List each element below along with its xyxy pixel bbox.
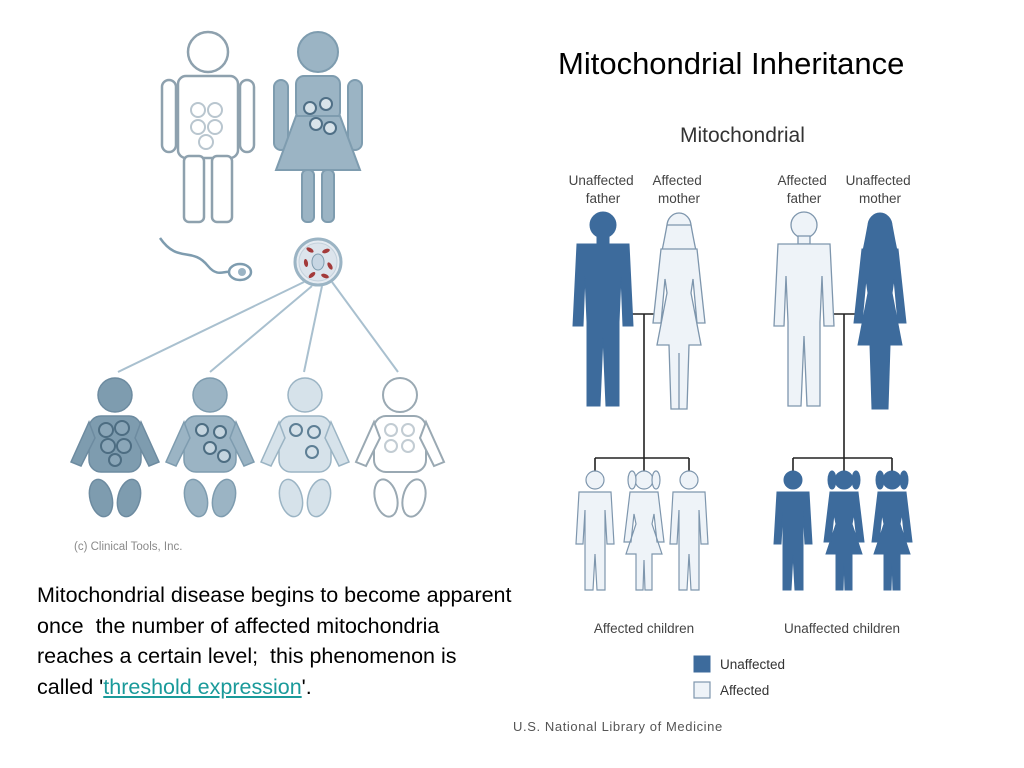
mother-mitochondria	[303, 97, 337, 135]
right-figure-credit: U.S. National Library of Medicine	[513, 719, 723, 734]
right-affected-father	[773, 211, 835, 407]
legend-swatch-affected	[693, 681, 711, 699]
legend-label-affected: Affected	[720, 683, 769, 698]
body-text-end: '.	[301, 674, 312, 699]
legend: Unaffected Affected	[693, 655, 785, 699]
right-unaffected-mother	[853, 212, 907, 410]
egg-cell-icon	[293, 237, 343, 287]
inheritance-lines	[117, 281, 399, 373]
child-2-mitochondria	[195, 423, 231, 463]
mitochondria-distribution-illustration: (c) Clinical Tools, Inc.	[70, 30, 445, 553]
left-figure-credit: (c) Clinical Tools, Inc.	[74, 541, 182, 553]
sperm-icon	[158, 237, 253, 282]
left-children-label: Affected children	[594, 621, 694, 636]
threshold-expression-link[interactable]: threshold expression	[103, 674, 302, 699]
legend-swatch-unaffected	[693, 655, 711, 673]
left-father-label: Unaffected father	[569, 173, 638, 206]
legend-label-unaffected: Unaffected	[720, 657, 785, 672]
father-mitochondria	[190, 102, 223, 150]
right-father-label: Affected father	[777, 173, 830, 206]
right-mother-label: Unaffected mother	[846, 173, 915, 206]
mitochondrial-pedigree-chart: Mitochondrial Unaffected father Affected…	[569, 124, 915, 699]
left-mother-label: Affected mother	[652, 173, 705, 206]
child-3-mitochondria	[289, 423, 321, 459]
slide-title: Mitochondrial Inheritance	[558, 46, 905, 81]
child-3-figure	[260, 377, 350, 520]
child-4-mitochondria	[384, 423, 415, 453]
left-affected-mother	[652, 212, 706, 410]
pedigree-lines	[594, 313, 893, 472]
left-affected-children	[575, 470, 709, 591]
body-text-main: Mitochondrial disease begins to become a…	[37, 583, 518, 699]
right-unaffected-children	[773, 470, 913, 591]
pedigree-heading: Mitochondrial	[680, 124, 805, 147]
child-1-mitochondria	[98, 420, 132, 467]
left-unaffected-father	[572, 211, 634, 407]
child-4-figure	[355, 377, 445, 521]
right-children-label: Unaffected children	[784, 621, 900, 636]
body-text: Mitochondrial disease begins to become a…	[37, 580, 517, 702]
